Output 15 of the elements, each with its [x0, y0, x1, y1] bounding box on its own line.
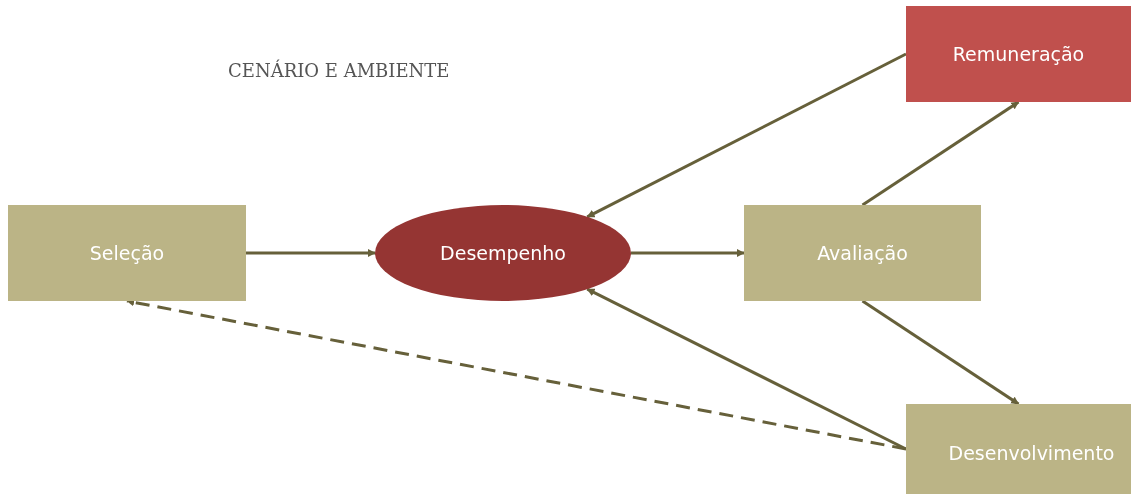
arrow — [246, 249, 376, 257]
node-label: Seleção — [89, 242, 165, 264]
node-label: Desempenho — [440, 242, 566, 264]
arrow — [586, 52, 907, 219]
arrow — [861, 299, 1020, 406]
process-box — [744, 205, 981, 301]
node-label: Remuneração — [952, 43, 1085, 65]
process-box — [906, 6, 1131, 102]
process-box — [8, 205, 246, 301]
arrow — [861, 100, 1020, 207]
diagram-title: CENÁRIO E AMBIENTE — [228, 60, 450, 81]
arrow — [631, 249, 745, 257]
process-box — [906, 404, 1131, 494]
node-label: Avaliação — [817, 242, 908, 264]
node-label: Desenvolvimento — [948, 442, 1115, 464]
